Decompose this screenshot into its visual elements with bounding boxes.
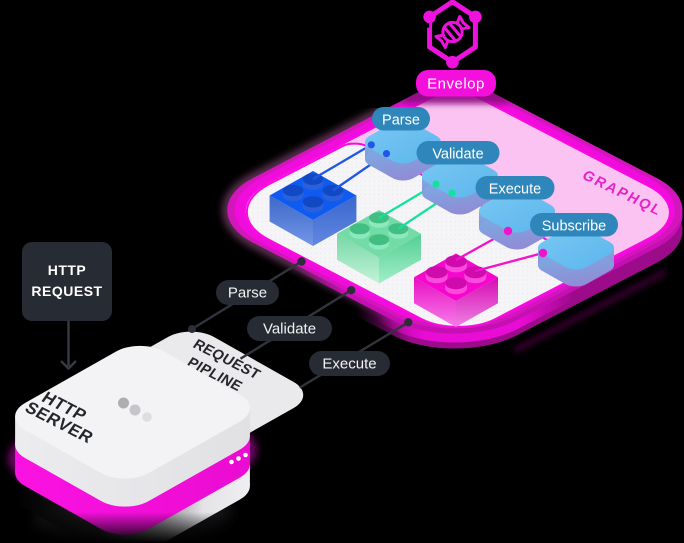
svg-text:Parse: Parse	[382, 113, 420, 129]
svg-text:HTTP: HTTP	[48, 262, 87, 278]
svg-text:Execute: Execute	[322, 356, 376, 373]
svg-text:REQUEST: REQUEST	[31, 283, 102, 299]
svg-text:Validate: Validate	[263, 321, 316, 338]
svg-text:Validate: Validate	[432, 147, 483, 163]
svg-text:Execute: Execute	[489, 182, 541, 198]
svg-text:Envelop: Envelop	[427, 76, 485, 93]
svg-text:Parse: Parse	[228, 285, 267, 302]
svg-text:Subscribe: Subscribe	[542, 219, 606, 235]
